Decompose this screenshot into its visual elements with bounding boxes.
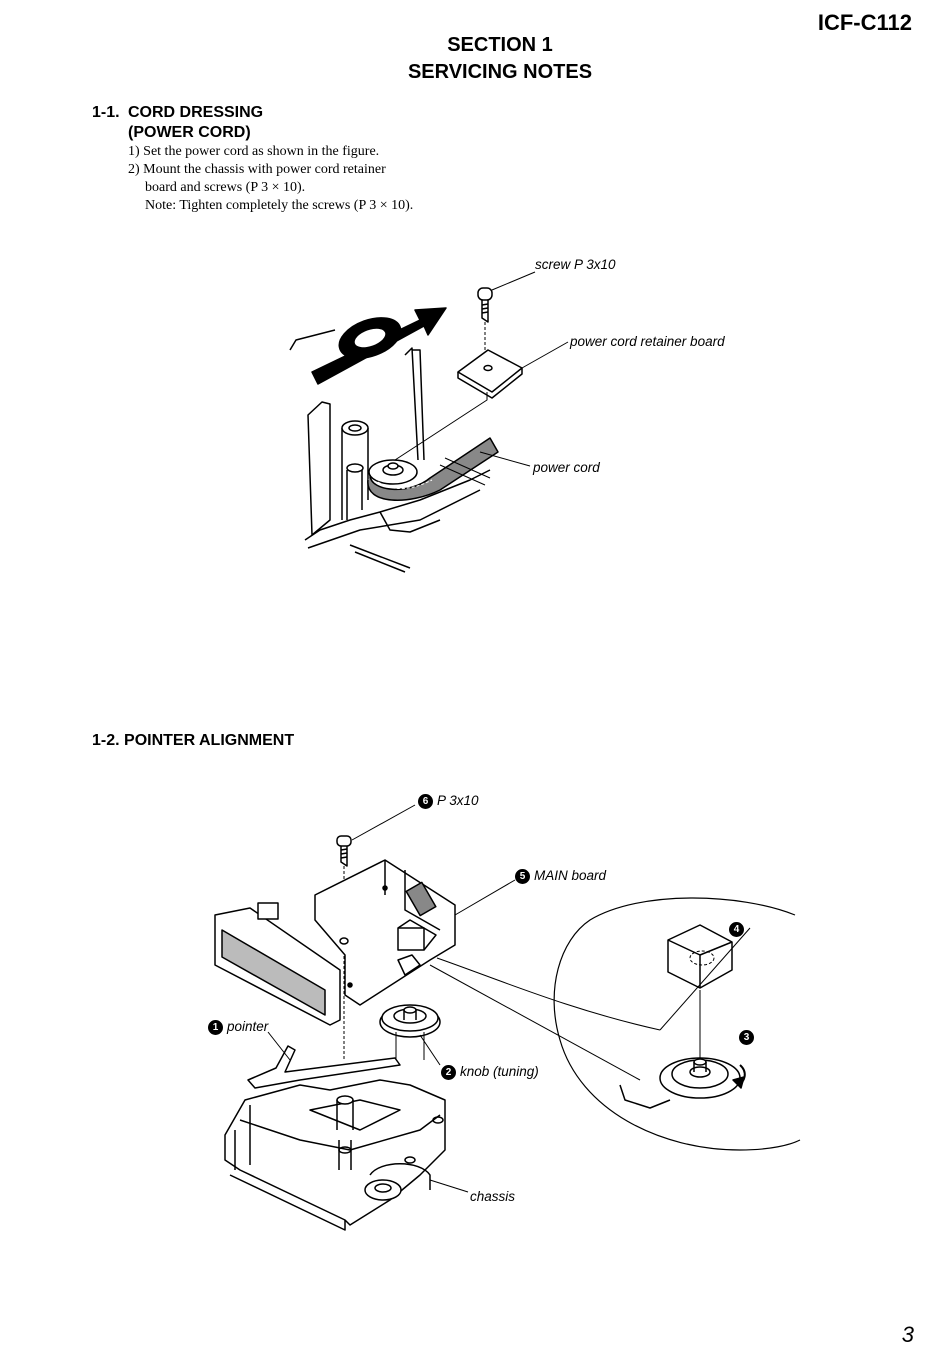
heading-cord-dressing-title: CORD DRESSING	[128, 104, 264, 121]
callout-1-icon: 1	[208, 1020, 223, 1035]
callout-4: 4	[729, 920, 748, 938]
section-number: SECTION 1	[447, 34, 553, 56]
callout-6-icon: 6	[418, 794, 433, 809]
step-1: 1) Set the power cord as shown in the fi…	[128, 144, 380, 159]
heading-cord-dressing: CORD DRESSING (POWER CORD)	[128, 103, 263, 143]
label-main-board-text: MAIN board	[534, 868, 607, 883]
label-pointer-text: pointer	[227, 1019, 269, 1034]
label-screw-p3x10-text: P 3x10	[437, 793, 479, 808]
label-chassis: chassis	[470, 1189, 516, 1204]
callout-2-icon: 2	[441, 1065, 456, 1080]
model-number: ICF-C112	[817, 10, 912, 35]
callout-3-icon: 3	[739, 1030, 754, 1045]
label-power-cord: power cord	[533, 460, 600, 475]
step-2: 2) Mount the chassis with power cord ret…	[128, 162, 386, 177]
callout-4-icon: 4	[729, 922, 744, 937]
step-2-cont: board and screws (P 3 × 10).	[145, 180, 306, 195]
label-knob-tuning-text: knob (tuning)	[460, 1064, 539, 1079]
step-note: Note: Tighten completely the screws (P 3…	[145, 198, 414, 213]
page-number: 3	[901, 1322, 914, 1347]
heading-cord-dressing-number: 1-1.	[92, 104, 120, 121]
label-screw: screw P 3x10	[535, 257, 616, 272]
callout-3: 3	[739, 1028, 758, 1046]
label-main-board: 5 MAIN board	[515, 868, 606, 884]
section-title: SERVICING NOTES	[407, 61, 593, 83]
heading-cord-dressing-subtitle: (POWER CORD)	[128, 124, 251, 141]
label-knob-tuning: 2 knob (tuning)	[441, 1064, 539, 1080]
label-pointer: 1 pointer	[208, 1019, 268, 1035]
section-heading: SECTION 1 SERVICING NOTES	[0, 32, 950, 86]
heading-pointer-alignment: 1-2. POINTER ALIGNMENT	[92, 732, 295, 749]
instruction-steps: 1) Set the power cord as shown in the fi…	[128, 143, 413, 215]
callout-5-icon: 5	[515, 869, 530, 884]
label-screw-p3x10: 6 P 3x10	[418, 793, 479, 809]
label-retainer-board: power cord retainer board	[570, 334, 725, 349]
